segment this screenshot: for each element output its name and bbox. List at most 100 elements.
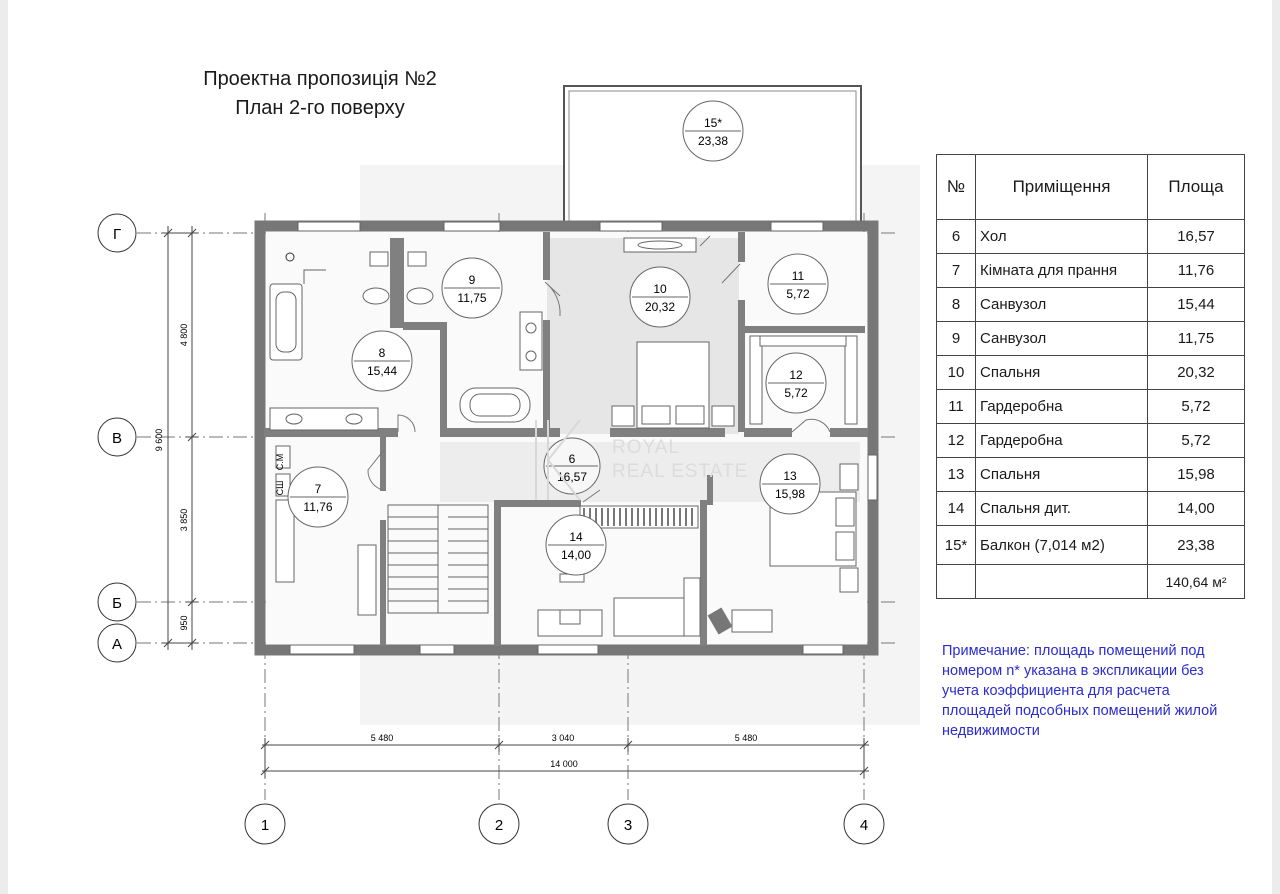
watermark-logo-icon <box>535 419 581 501</box>
table-cell-room: Спальня <box>975 457 1148 492</box>
table-total-empty-1 <box>936 564 976 599</box>
room-tag-10: 10 20,32 <box>629 266 691 328</box>
horizontal-dimension-lines <box>260 738 869 778</box>
room-tag-11: 11 5,72 <box>767 253 829 315</box>
table-cell-number: 6 <box>936 219 976 254</box>
dim-height-2: 3 850 <box>179 509 189 532</box>
room-15-number: 15* <box>704 116 722 130</box>
bathroom-fixtures <box>269 251 543 431</box>
table-header-number: № <box>936 154 976 220</box>
room-8-number: 8 <box>379 346 386 360</box>
dim-height-total: 9 600 <box>154 429 164 452</box>
room-10-number: 10 <box>653 282 667 296</box>
table-row: 10 Спальня 20,32 <box>936 355 1245 390</box>
vertical-dimension-lines <box>162 226 198 650</box>
table-cell-number: 11 <box>936 389 976 424</box>
svg-text:4: 4 <box>860 817 868 834</box>
svg-text:3: 3 <box>624 817 632 834</box>
plan-title: Проектна пропозиція №2 <box>203 68 437 90</box>
room-12-area: 5,72 <box>784 386 808 400</box>
room-tag-15: 15* 23,38 <box>682 100 744 162</box>
table-cell-area: 11,76 <box>1147 253 1245 288</box>
room-7-number: 7 <box>315 482 322 496</box>
table-cell-area: 5,72 <box>1147 423 1245 458</box>
table-row: 6 Хол 16,57 <box>936 219 1245 254</box>
watermark-text: ROYAL REAL ESTATE <box>612 436 748 484</box>
room-11-number: 11 <box>792 269 805 283</box>
table-cell-room: Балкон (7,014 м2) <box>975 525 1148 565</box>
room-9-area: 11,75 <box>457 291 486 305</box>
room-15-area: 23,38 <box>698 134 728 148</box>
room-6-number: 6 <box>569 452 576 466</box>
room-tag-13: 13 15,98 <box>759 453 821 515</box>
room-tag-14: 14 14,00 <box>545 514 607 576</box>
table-header-area: Площа <box>1147 154 1245 220</box>
floor-plan: С.М СШ <box>97 85 920 845</box>
room-14-number: 14 <box>569 530 583 544</box>
dryer-label: СШ <box>275 481 285 496</box>
grid-axis-col-1: 1 <box>244 803 286 845</box>
windows <box>289 221 878 655</box>
table-header-row: № Приміщення Площа <box>936 154 1245 220</box>
room-12-number: 12 <box>789 368 803 382</box>
table-row: 11 Гардеробна 5,72 <box>936 389 1245 424</box>
table-total-area: 140,64 м² <box>1147 564 1245 599</box>
room-10-area: 20,32 <box>645 300 675 314</box>
table-cell-number: 14 <box>936 491 976 526</box>
room-13-number: 13 <box>783 469 797 483</box>
table-cell-number: 9 <box>936 321 976 356</box>
room-14-area: 14,00 <box>561 548 591 562</box>
dim-width-2: 3 040 <box>552 733 575 743</box>
table-row: 12 Гардеробна 5,72 <box>936 423 1245 458</box>
room-9-number: 9 <box>469 273 476 287</box>
svg-text:1: 1 <box>261 817 269 834</box>
grid-axis-row-b: Б <box>97 582 137 622</box>
table-header-room: Приміщення <box>975 154 1148 220</box>
svg-text:Б: Б <box>112 595 122 612</box>
table-cell-room: Гардеробна <box>975 389 1148 424</box>
table-cell-area: 14,00 <box>1147 491 1245 526</box>
room-tag-9: 9 11,75 <box>441 257 503 319</box>
table-cell-room: Гардеробна <box>975 423 1148 458</box>
table-cell-room: Хол <box>975 219 1148 254</box>
table-cell-room: Санвузол <box>975 287 1148 322</box>
laundry-fixtures <box>275 445 377 616</box>
table-cell-area: 23,38 <box>1147 525 1245 565</box>
note-text: Примечание: площадь помещений под номеро… <box>942 643 1218 739</box>
table-cell-room: Санвузол <box>975 321 1148 356</box>
table-cell-area: 5,72 <box>1147 389 1245 424</box>
doors <box>367 235 831 503</box>
room-13-area: 15,98 <box>775 487 805 501</box>
table-cell-area: 20,32 <box>1147 355 1245 390</box>
table-cell-area: 15,98 <box>1147 457 1245 492</box>
dim-height-1: 4 800 <box>179 324 189 347</box>
washer-label: С.М <box>275 454 285 471</box>
desk-chair-icon <box>707 607 733 635</box>
grid-axis-row-a: А <box>97 623 137 663</box>
room-tag-8: 8 15,44 <box>351 330 413 392</box>
table-row: 9 Санвузол 11,75 <box>936 321 1245 356</box>
wardrobe-12-shelves <box>749 335 858 425</box>
table-row: 8 Санвузол 15,44 <box>936 287 1245 322</box>
svg-text:В: В <box>112 430 122 447</box>
table-cell-area: 11,75 <box>1147 321 1245 356</box>
watermark-line2: REAL ESTATE <box>612 461 749 482</box>
grid-axis-row-g: Г <box>97 213 137 253</box>
table-row: 7 Кімната для прання 11,76 <box>936 253 1245 288</box>
table-total-row: 140,64 м² <box>936 564 1245 599</box>
svg-text:А: А <box>112 636 122 653</box>
table-row: 14 Спальня дит. 14,00 <box>936 491 1245 526</box>
table-row: 13 Спальня 15,98 <box>936 457 1245 492</box>
table-cell-number: 10 <box>936 355 976 390</box>
room-tag-12: 12 5,72 <box>765 352 827 414</box>
plan-subtitle: План 2-го поверху <box>235 97 405 119</box>
table-cell-area: 16,57 <box>1147 219 1245 254</box>
room-8-area: 15,44 <box>367 364 397 378</box>
staircase <box>387 504 489 614</box>
table-cell-room: Спальня дит. <box>975 491 1148 526</box>
table-cell-number: 8 <box>936 287 976 322</box>
room-11-area: 5,72 <box>786 287 810 301</box>
table-cell-room: Спальня <box>975 355 1148 390</box>
table-cell-number: 15* <box>936 525 976 565</box>
dim-height-3: 950 <box>179 615 189 630</box>
